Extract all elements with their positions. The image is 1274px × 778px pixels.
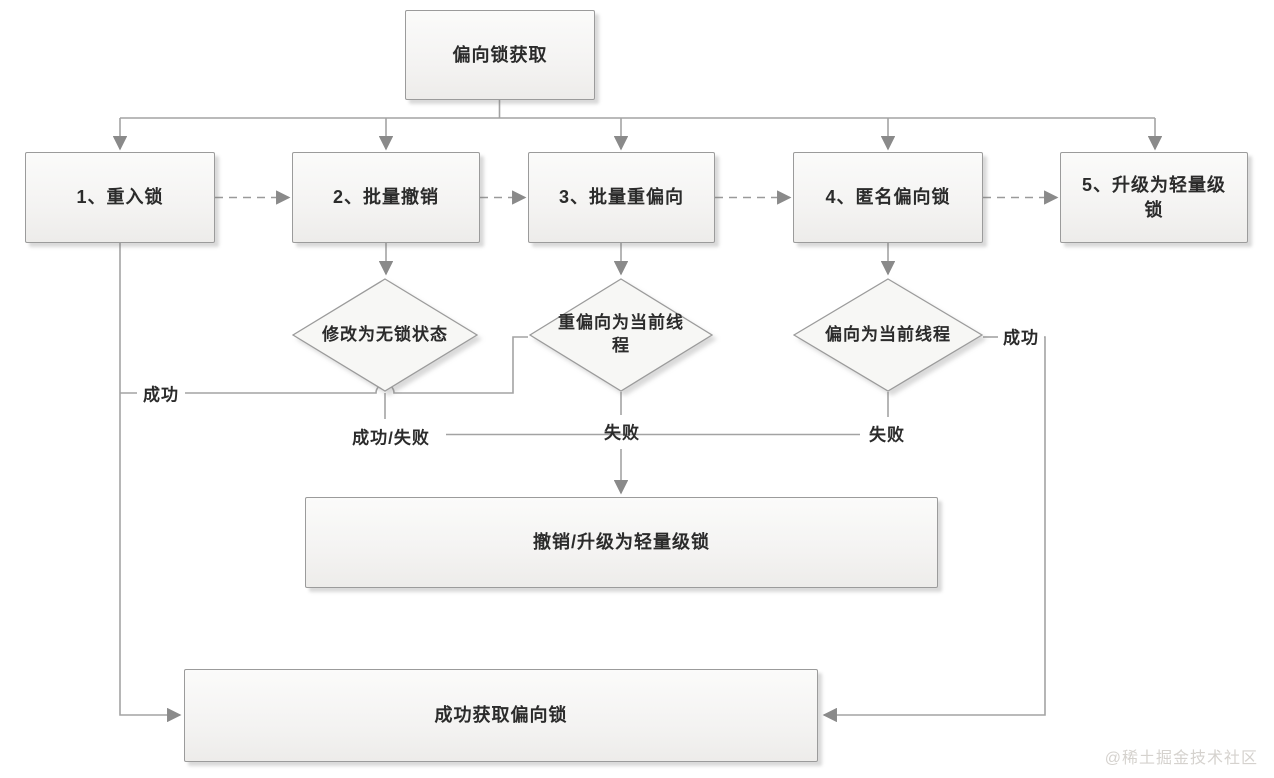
node-step1-label: 1、重入锁 [76,187,164,208]
edge-label-step1-success: 成功 [143,385,179,405]
node-step2: 2、批量撤销 [292,152,480,243]
node-revoke-upgrade-label: 撤销/升级为轻量级锁 [532,532,710,553]
diamond-shape [793,278,983,392]
node-decision2: 修改为无锁状态 [292,278,478,392]
node-step3: 3、批量重偏向 [528,152,715,243]
node-decision4-label: 偏向为当前线程 [825,324,951,344]
node-step5: 5、升级为轻量级锁 [1060,152,1248,243]
node-revoke-upgrade: 撤销/升级为轻量级锁 [305,497,938,588]
node-step2-label: 2、批量撤销 [332,187,439,208]
node-acquired-label: 成功获取偏向锁 [434,705,568,726]
watermark: @稀土掘金技术社区 [1104,750,1258,767]
edge-label-decision3-fail: 失败 [604,423,640,443]
node-step1: 1、重入锁 [25,152,215,243]
node-decision2-label: 修改为无锁状态 [322,324,448,344]
edge-label-decision4-fail: 失败 [869,425,905,445]
node-step3-label: 3、批量重偏向 [558,187,684,208]
edge-start-bus [120,100,1155,119]
node-acquired: 成功获取偏向锁 [184,669,818,762]
edge-label-decision2-result: 成功/失败 [352,428,430,448]
edge-decision4-success-b [822,336,1046,723]
node-step4: 4、匿名偏向锁 [793,152,983,243]
node-decision4: 偏向为当前线程 [793,278,983,392]
edge-step1-acquired [119,243,182,723]
edge-label-decision4-success: 成功 [1003,328,1039,348]
node-decision3-label: 重偏向为当前线程 [558,313,684,355]
node-step4-label: 4、匿名偏向锁 [825,187,951,208]
node-step5-label: 5、升级为轻量级锁 [1081,175,1226,220]
node-decision3: 重偏向为当前线程 [529,278,713,392]
node-start-label: 偏向锁获取 [452,44,548,65]
node-start: 偏向锁获取 [405,10,595,100]
diamond-shape [529,278,713,392]
diamond-shape [292,278,478,392]
